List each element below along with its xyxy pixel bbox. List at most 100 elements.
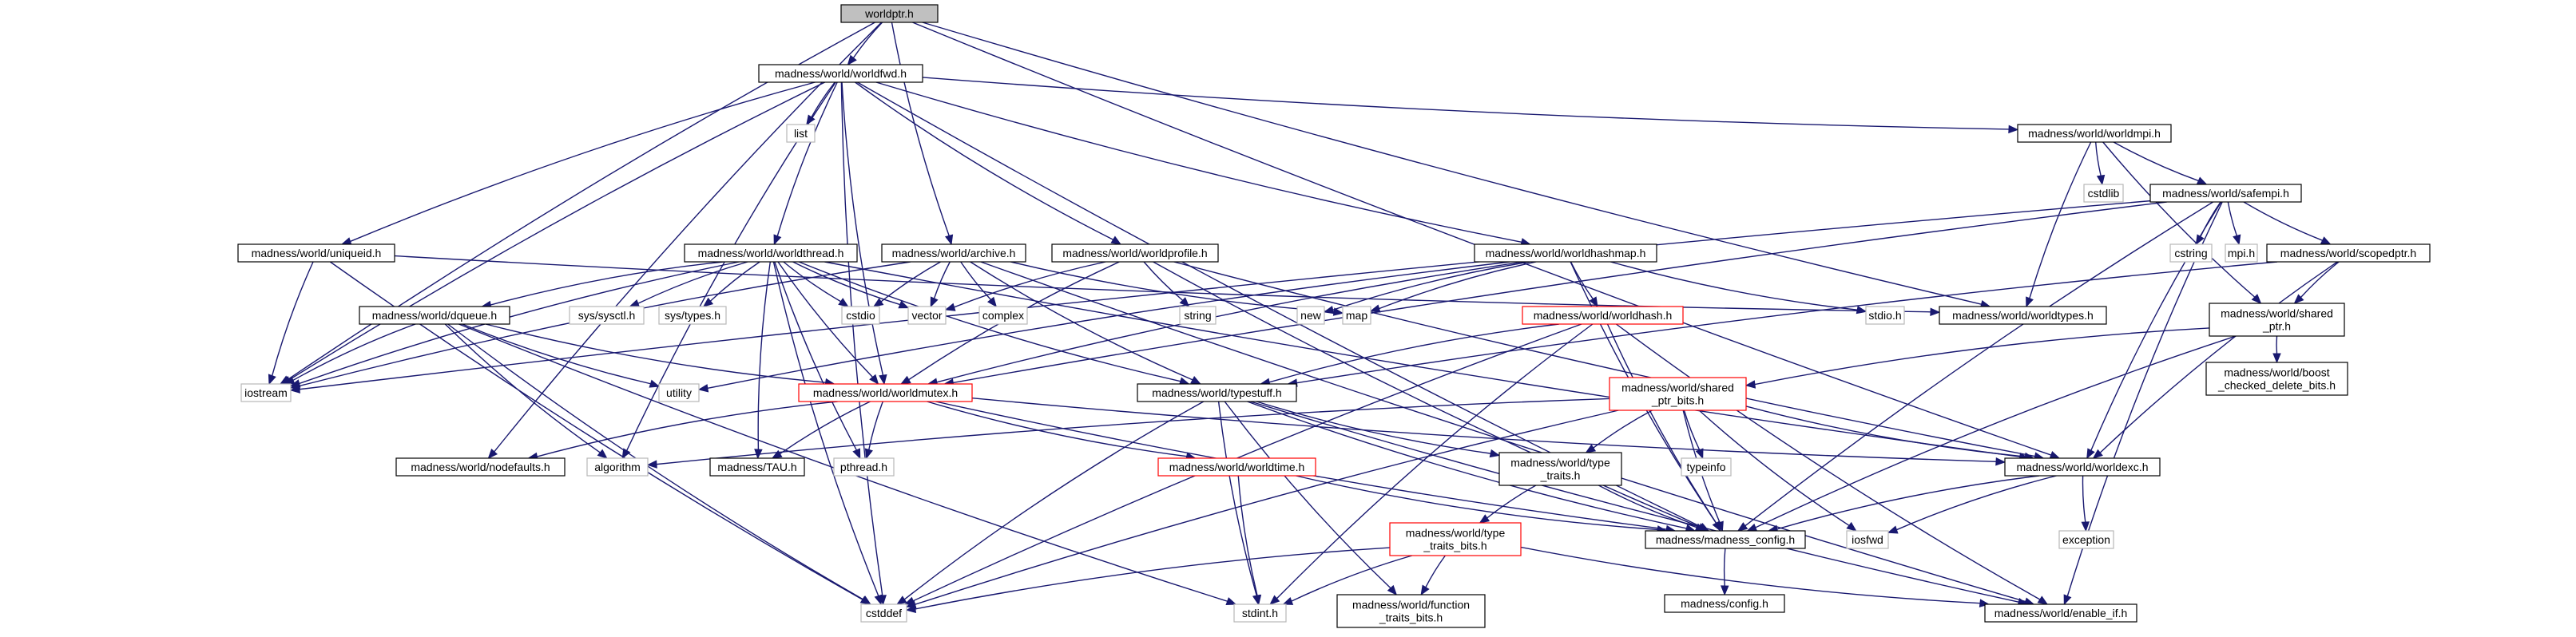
node-label-dqueue: madness/world/dqueue.h [372, 309, 497, 322]
edge-typetraits-to-madconfig [1598, 485, 1697, 528]
arrowhead-worldhash-to-enableif [2037, 595, 2049, 605]
edge-uniqueid-to-iostream [272, 261, 314, 376]
node-scopedptr[interactable]: madness/world/scopedptr.h [2266, 243, 2431, 263]
arrowhead-worldptr-to-archive [945, 234, 954, 246]
arrowhead-archive-to-cstdio [872, 298, 884, 307]
node-tau[interactable]: madness/TAU.h [709, 457, 805, 477]
edge-worldexc-to-exception [2082, 475, 2086, 523]
edge-worldexc-to-iosfwd [1896, 475, 2057, 531]
nodes-layer: worldptr.h madness/world/worldfwd.h list ma… [237, 4, 2431, 628]
arrowhead-safempi-to-worldexc [2086, 448, 2095, 460]
node-label-uniqueid: madness/world/uniqueid.h [252, 247, 382, 259]
edge-worldthread-to-cstdio [783, 261, 841, 303]
arrowhead-sharedptr-to-sharedptrbits [1744, 380, 1756, 389]
node-box-algorithm [586, 457, 649, 477]
arrowhead-worldfwd-to-worldmutex [879, 374, 887, 386]
node-label-new: new [1300, 309, 1322, 322]
arrowhead-worldptr-to-worldfwd [847, 54, 857, 66]
edge-worldprofile-to-worldexc [1173, 261, 2035, 457]
node-box-pthread [833, 457, 895, 477]
node-box-worldprofile [1051, 243, 1219, 263]
node-label-vector: vector [911, 309, 942, 322]
node-worldfwd[interactable]: madness/world/worldfwd.h [758, 64, 923, 83]
edge-worldhashmap-to-worldmutex [936, 261, 1523, 383]
node-functraits[interactable]: madness/world/function_traits_bits.h [1336, 594, 1486, 628]
node-uniqueid[interactable]: madness/world/uniqueid.h [237, 243, 395, 263]
node-worldhash[interactable]: madness/world/worldhash.h [1522, 306, 1684, 325]
node-boostchk[interactable]: madness/world/boost_checked_delete_bits.… [2205, 362, 2348, 396]
node-box-vector [907, 306, 947, 325]
arrowhead-scopedptr-to-sharedptr [2293, 294, 2304, 304]
edge-worldfwd-to-iostream [289, 81, 826, 381]
node-nodefaults[interactable]: madness/world/nodefaults.h [395, 457, 566, 477]
edge-dqueue-to-iostream [292, 323, 416, 382]
edge-worldhashmap-to-stdioh [1610, 261, 1858, 311]
node-string: string [1179, 306, 1217, 325]
node-box-systypes [658, 306, 727, 325]
edge-sharedptr-to-madconfig [1755, 335, 2237, 528]
edge-sharedptrbits-to-iosfwd [1698, 410, 1850, 526]
edge-typetraitsbits-to-stdinth [1291, 555, 1413, 602]
edge-worldptr-to-worldtypes [922, 22, 1982, 305]
node-safempi[interactable]: madness/world/safempi.h [2149, 184, 2302, 203]
node-box-worldtypes [1939, 306, 2107, 325]
node-typetraitsbits[interactable]: madness/world/type_traits_bits.h [1389, 522, 1522, 556]
edge-safempi-to-madconfig [1744, 201, 2213, 527]
node-label-syssysctl: sys/sysctl.h [578, 309, 636, 322]
node-box-nodefaults [395, 457, 566, 477]
edge-worldhash-to-cstddef [912, 323, 1582, 602]
node-archive[interactable]: madness/world/archive.h [881, 243, 1026, 263]
edge-worldtime-to-madconfig [1296, 475, 1658, 531]
node-label-scopedptr: madness/world/scopedptr.h [2280, 247, 2416, 259]
edge-worldmutex-to-worldtime [927, 401, 1187, 457]
arrowhead-worldmutex-to-tau [771, 449, 783, 459]
node-box-worldmpi [2017, 124, 2172, 143]
node-worldtime[interactable]: madness/world/worldtime.h [1157, 457, 1316, 477]
node-label-list: list [794, 127, 808, 140]
node-worldmpi[interactable]: madness/world/worldmpi.h [2017, 124, 2172, 143]
node-enableif[interactable]: madness/world/enable_if.h [1984, 603, 2137, 623]
node-sharedptr[interactable]: madness/world/shared_ptr.h [2209, 303, 2345, 337]
node-box-archive [881, 243, 1026, 263]
node-worldtypes[interactable]: madness/world/worldtypes.h [1939, 306, 2107, 325]
node-worldexc[interactable]: madness/world/worldexc.h [2004, 457, 2161, 477]
node-vector: vector [907, 306, 947, 325]
node-configh[interactable]: madness/config.h [1664, 594, 1785, 613]
node-label-mpih: mpi.h [2228, 247, 2255, 259]
edge-archive-to-map [1010, 261, 1335, 313]
edge-worldthread-to-iostream [299, 261, 740, 385]
node-label-exception: exception [2062, 533, 2110, 546]
node-box-cstdio [841, 306, 880, 325]
arrowhead-dqueue-to-cstddef [860, 595, 872, 605]
node-worldthread[interactable]: madness/world/worldthread.h [684, 243, 858, 263]
arrowhead-worldthread-to-vector [898, 300, 910, 309]
node-label-worldexc: madness/world/worldexc.h [2017, 461, 2149, 473]
node-box-list [786, 124, 816, 143]
node-box-new [1296, 306, 1325, 325]
arrowhead-worldthread-to-syssysctl [629, 299, 641, 307]
node-worldptr[interactable]: worldptr.h [840, 4, 939, 23]
node-worldhashmap[interactable]: madness/world/worldhashmap.h [1474, 243, 1657, 263]
edge-worldthread-to-pthread [774, 261, 857, 451]
edge-worldfwd-to-worldprofile [855, 81, 1113, 240]
node-worldprofile[interactable]: madness/world/worldprofile.h [1051, 243, 1219, 263]
node-typetraits[interactable]: madness/world/type_traits.h [1498, 452, 1622, 486]
edge-sharedptrbits-to-typeinfo [1683, 410, 1701, 451]
edge-worldhashmap-to-worldhash [1570, 261, 1594, 299]
edge-archive-to-typestuff [970, 261, 1193, 381]
node-typestuff[interactable]: madness/world/typestuff.h [1137, 383, 1297, 402]
node-box-worldtime [1157, 457, 1316, 477]
edge-worldprofile-to-vector [954, 261, 1106, 308]
arrowhead-typetraitsbits-to-cstddef [905, 604, 917, 614]
node-worldmutex[interactable]: madness/world/worldmutex.h [798, 383, 973, 402]
node-sharedptrbits[interactable]: madness/world/shared_ptr_bits.h [1609, 377, 1747, 411]
node-box-worldthread [684, 243, 858, 263]
node-madconfig[interactable]: madness/madness_config.h [1645, 530, 1806, 549]
edge-sharedptrbits-to-cstddef [915, 410, 1619, 605]
node-label-boostchk-line2: _checked_delete_bits.h [2217, 379, 2336, 392]
node-dqueue[interactable]: madness/world/dqueue.h [359, 306, 510, 325]
edge-typestuff-to-stdinth [1217, 401, 1257, 596]
node-label-worldhash: madness/world/worldhash.h [1534, 309, 1673, 322]
node-typeinfo: typeinfo [1681, 457, 1732, 477]
edge-scopedptr-to-worldexc [2099, 261, 2338, 453]
